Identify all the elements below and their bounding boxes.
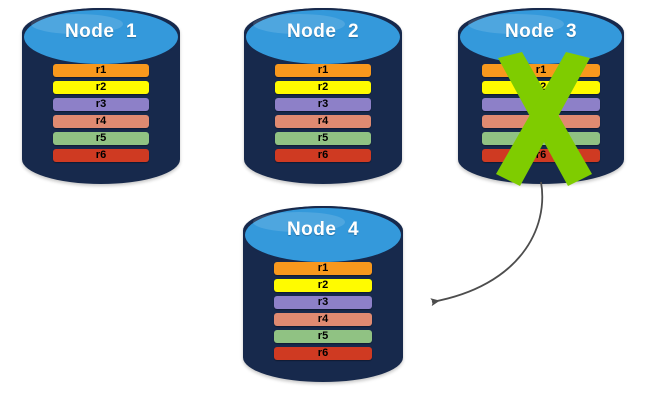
node-4-row-r1[interactable]: r1 xyxy=(274,262,372,275)
node-4-row-r5[interactable]: r5 xyxy=(274,330,372,343)
node-4-top-disc xyxy=(243,206,403,264)
node-1-top-disc xyxy=(22,8,180,66)
node-2-row-r3[interactable]: r3 xyxy=(275,98,371,111)
node-1-row-r5[interactable]: r5 xyxy=(53,132,149,145)
node-4-row-r2[interactable]: r2 xyxy=(274,279,372,292)
node-3-label: Node 3 xyxy=(504,21,578,42)
node-3-row-r6[interactable]: r6 xyxy=(482,149,600,162)
node-1-row-r3[interactable]: r3 xyxy=(53,98,149,111)
node-2-row-r5[interactable]: r5 xyxy=(275,132,371,145)
node-1-row-r6[interactable]: r6 xyxy=(53,149,149,162)
node-2-row-r1[interactable]: r1 xyxy=(275,64,371,77)
node-2-row-r2[interactable]: r2 xyxy=(275,81,371,94)
node-4-row-r6[interactable]: r6 xyxy=(274,347,372,360)
node-3-rows: r1 r2 r3 r4 r5 r6 xyxy=(482,8,600,184)
node-3-row-r1[interactable]: r1 xyxy=(482,64,600,77)
node-2-rows: r1 r2 r3 r4 r5 r6 xyxy=(275,8,371,184)
node-4-label: Node 4 xyxy=(286,219,360,240)
node-1-row-r4[interactable]: r4 xyxy=(53,115,149,128)
node-3-row-r3[interactable]: r3 xyxy=(482,98,600,111)
node-3-row-r4[interactable]: r4 xyxy=(482,115,600,128)
node-4-row-r4[interactable]: r4 xyxy=(274,313,372,326)
node-3-row-r2[interactable]: r2 xyxy=(482,81,600,94)
node-2-row-r6[interactable]: r6 xyxy=(275,149,371,162)
node-1[interactable]: Node 1 r1 r2 r3 r4 r5 r6 xyxy=(22,8,180,184)
node-1-row-r2[interactable]: r2 xyxy=(53,81,149,94)
node-3[interactable]: Node 3 r1 r2 r3 r4 r5 r6 xyxy=(458,8,624,186)
node-1-rows: r1 r2 r3 r4 r5 r6 xyxy=(53,8,149,184)
node-4[interactable]: Node 4 r1 r2 r3 r4 r5 r6 xyxy=(243,206,403,382)
replication-arrow-path xyxy=(430,181,544,307)
node-1-row-r1[interactable]: r1 xyxy=(53,64,149,77)
node-1-label: Node 1 xyxy=(64,21,138,42)
node-2-label: Node 2 xyxy=(286,21,360,42)
node-4-rows: r1 r2 r3 r4 r5 r6 xyxy=(274,206,372,382)
node-2-top-disc xyxy=(244,8,402,66)
node-2[interactable]: Node 2 r1 r2 r3 r4 r5 r6 xyxy=(244,8,402,184)
node-3-row-r5[interactable]: r5 xyxy=(482,132,600,145)
node-4-row-r3[interactable]: r3 xyxy=(274,296,372,309)
node-2-row-r4[interactable]: r4 xyxy=(275,115,371,128)
